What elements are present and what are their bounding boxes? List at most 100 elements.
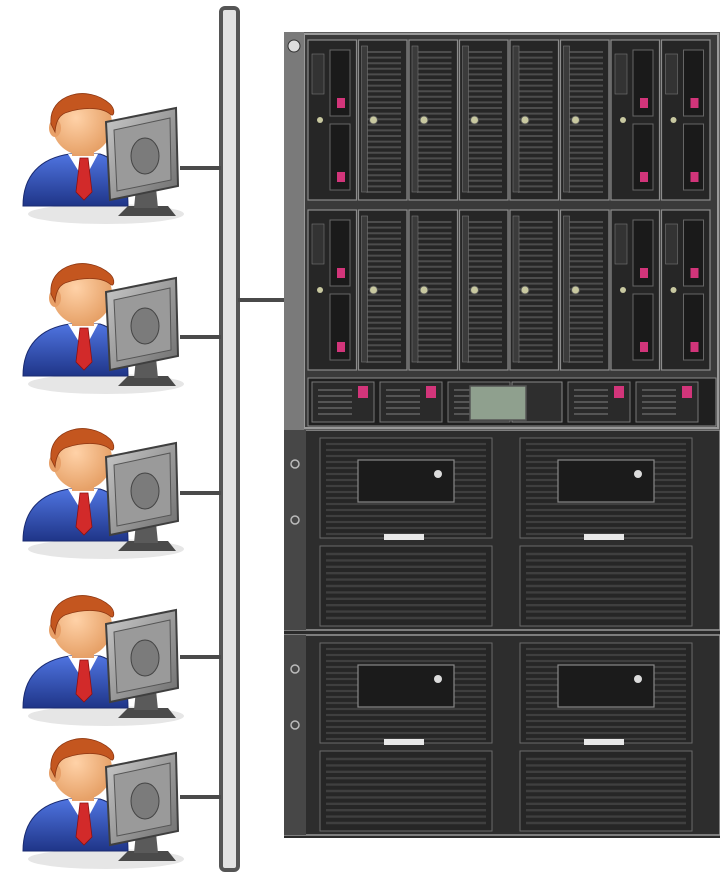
handle xyxy=(384,534,424,540)
monitor-mount xyxy=(130,307,160,345)
left-ear xyxy=(284,430,306,630)
power-supply xyxy=(379,381,443,423)
power-led xyxy=(317,287,323,293)
blade-handle xyxy=(411,215,419,363)
blade-handle xyxy=(311,53,325,95)
blade-handle xyxy=(462,45,469,193)
power-button-icon xyxy=(434,470,442,478)
power-led xyxy=(369,115,378,125)
power-button-icon xyxy=(634,675,642,683)
workstation-user-2 xyxy=(18,258,188,398)
hair xyxy=(50,738,115,779)
drive-latch xyxy=(337,268,345,278)
monitor-base xyxy=(118,708,176,718)
left-ear xyxy=(284,635,306,835)
power-led xyxy=(317,117,323,123)
power-led xyxy=(571,285,580,295)
power-supply xyxy=(311,381,375,423)
drive-latch xyxy=(690,342,699,352)
tie xyxy=(75,157,93,201)
disk-shelf xyxy=(319,545,493,627)
hair xyxy=(50,93,115,134)
monitor-mount xyxy=(130,639,160,677)
disk-shelf xyxy=(519,545,693,627)
blade-handle xyxy=(614,223,628,265)
server-blade xyxy=(509,39,560,201)
control-panel xyxy=(357,459,455,503)
blade-handle xyxy=(361,215,368,363)
blade-enclosure xyxy=(284,32,720,430)
power-led xyxy=(470,285,479,295)
server-blade xyxy=(357,39,408,201)
blade-handle xyxy=(614,53,628,95)
drive-latch xyxy=(640,172,648,182)
monitor-mount xyxy=(130,137,160,175)
hair xyxy=(50,595,115,636)
lcd-display xyxy=(469,385,527,421)
power-led xyxy=(670,117,677,123)
rack-screw-icon xyxy=(290,664,300,674)
server-blade xyxy=(660,39,711,201)
disk-shelf xyxy=(519,750,693,832)
blade-handle xyxy=(361,45,368,193)
power-led xyxy=(419,115,429,125)
tie xyxy=(75,802,93,846)
tie xyxy=(75,327,93,371)
power-led xyxy=(571,115,580,125)
monitor-base xyxy=(118,541,176,551)
hair xyxy=(50,263,115,304)
blade-handle xyxy=(563,45,570,193)
hair xyxy=(50,428,115,469)
brand-badge-icon xyxy=(287,39,301,53)
server-blade xyxy=(307,209,358,371)
storage-module xyxy=(519,437,693,540)
drive-latch xyxy=(640,98,648,108)
storage-module xyxy=(319,642,493,745)
workstation-user-4 xyxy=(18,590,188,730)
rack-screw-icon xyxy=(290,720,300,730)
storage-unit xyxy=(284,634,720,836)
monitor-base xyxy=(118,206,176,216)
server-blade xyxy=(610,39,661,201)
power-led xyxy=(520,115,530,125)
drive-latch xyxy=(337,342,345,352)
power-led xyxy=(620,287,626,293)
disk-shelf xyxy=(319,750,493,832)
power-led xyxy=(470,115,479,125)
server-blade xyxy=(610,209,661,371)
control-panel xyxy=(557,459,655,503)
power-led xyxy=(419,285,429,295)
monitor-base xyxy=(118,376,176,386)
control-panel xyxy=(557,664,655,708)
blade-handle xyxy=(563,215,570,363)
drive-latch xyxy=(640,342,648,352)
server-blade xyxy=(357,209,408,371)
control-panel xyxy=(357,664,455,708)
workstation-user-3 xyxy=(18,423,188,563)
drive-latch xyxy=(337,172,345,182)
storage-unit xyxy=(284,430,720,631)
workstation-user-1 xyxy=(18,88,188,228)
storage-module xyxy=(519,642,693,745)
blade-handle xyxy=(665,53,678,95)
rack-screw-icon xyxy=(290,515,300,525)
blade-handle xyxy=(512,45,520,193)
server-blade xyxy=(408,39,459,201)
power-led xyxy=(620,117,626,123)
power-supply xyxy=(567,381,631,423)
monitor-mount xyxy=(130,782,160,820)
blade-handle xyxy=(462,215,469,363)
storage-module xyxy=(319,437,493,540)
server-blade xyxy=(458,39,509,201)
server-blade xyxy=(660,209,711,371)
drive-latch xyxy=(640,268,648,278)
handle xyxy=(584,739,624,745)
psu-latch xyxy=(682,386,692,398)
user-computer-icon xyxy=(22,595,184,726)
rack-screw-icon xyxy=(290,459,300,469)
drive-latch xyxy=(337,98,345,108)
power-button-icon xyxy=(634,470,642,478)
tie xyxy=(75,659,93,703)
